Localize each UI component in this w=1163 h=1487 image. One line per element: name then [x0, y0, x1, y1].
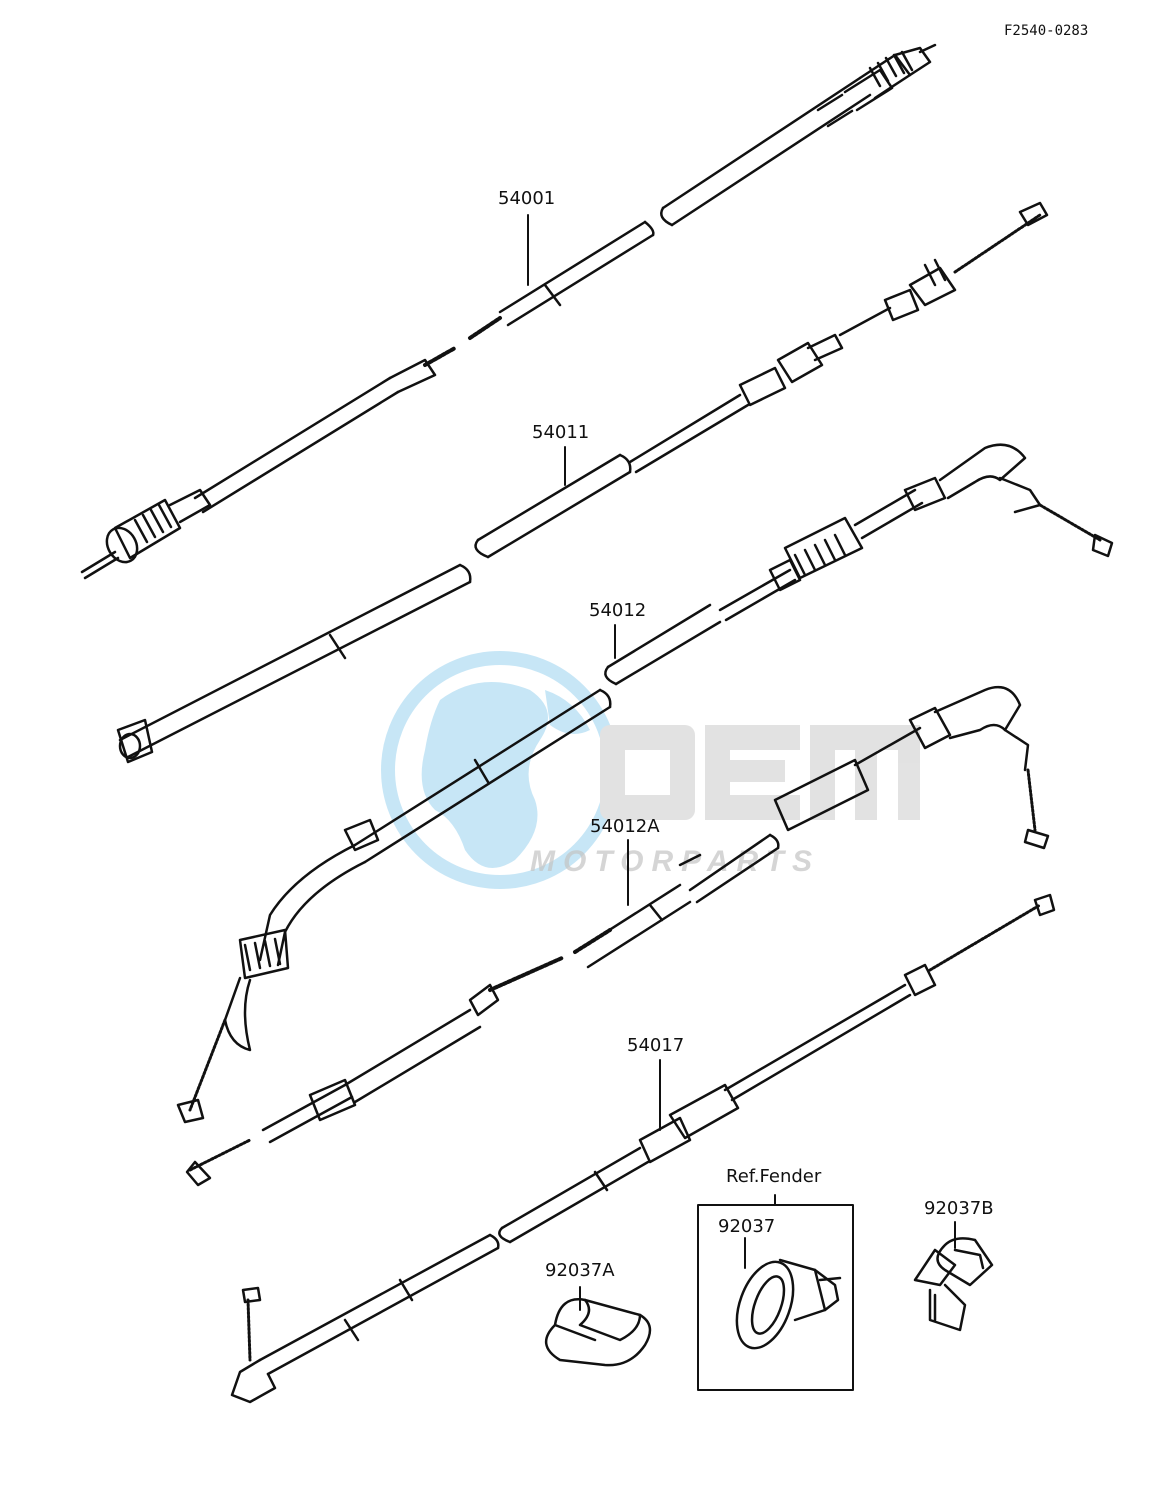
watermark-subtext: MOTORPARTS [530, 845, 821, 878]
label-54001: 54001 [498, 188, 556, 209]
label-54012: 54012 [589, 600, 647, 621]
label-ref-fender: Ref.Fender [726, 1166, 822, 1187]
leader-lines [527, 214, 956, 1311]
speedometer-cable-upper [660, 43, 937, 227]
throttle-cable-54012 [116, 443, 1114, 764]
label-92037: 92037 [718, 1216, 776, 1237]
label-92037B: 92037B [924, 1198, 994, 1219]
label-54017: 54017 [627, 1035, 685, 1056]
speedometer-cable-middle [468, 220, 655, 340]
label-92037A: 92037A [545, 1260, 615, 1281]
throttle-cable-54012A [176, 685, 1050, 1187]
clamp-92037A [545, 1298, 652, 1367]
speedometer-cable-lower [80, 346, 457, 580]
choke-cable-54017 [230, 893, 1056, 1404]
clamp-92037B [913, 1237, 994, 1332]
diagram-code: F2540-0283 [1004, 23, 1089, 39]
globe-icon [381, 651, 619, 889]
label-54012A: 54012A [590, 816, 660, 837]
label-54011: 54011 [532, 422, 590, 443]
clutch-cable [474, 201, 1049, 559]
clamp-92037 [735, 1258, 842, 1350]
